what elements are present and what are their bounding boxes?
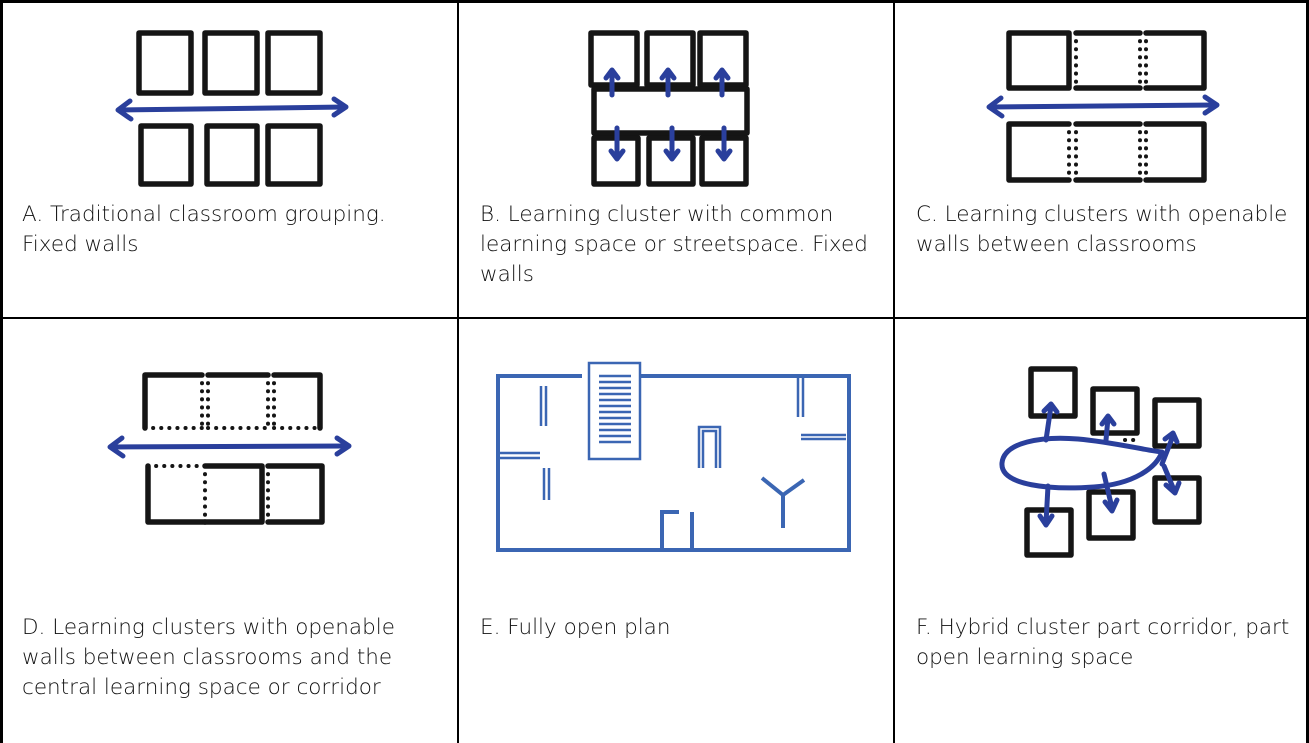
diagram-hybrid-cluster bbox=[999, 366, 1202, 558]
classroom-box bbox=[265, 123, 323, 187]
corridor-arrow bbox=[986, 94, 1220, 119]
access-arrows bbox=[1037, 401, 1182, 528]
openable-wall bbox=[1138, 122, 1148, 182]
grid-border-top bbox=[0, 0, 1309, 3]
classroom-box bbox=[1006, 121, 1072, 183]
openable-wall bbox=[206, 373, 276, 430]
cell-e: E. Fully open plan bbox=[458, 318, 894, 743]
diagram-open-plan bbox=[496, 361, 851, 552]
classroom-box bbox=[142, 372, 205, 431]
diagram-traditional-classrooms bbox=[115, 30, 349, 187]
cell-f: F. Hybrid cluster part corridor, part op… bbox=[894, 318, 1309, 743]
diagram-openable-walls-classrooms bbox=[986, 30, 1220, 183]
classroom-box bbox=[1086, 489, 1136, 541]
classroom-box bbox=[265, 463, 325, 525]
stair-icon bbox=[587, 361, 642, 461]
corridor-arrow bbox=[107, 435, 352, 459]
caption-c: C. Learning clusters with openable walls… bbox=[916, 202, 1288, 257]
caption-d: D. Learning clusters with openable walls… bbox=[22, 615, 395, 700]
partition-wall bbox=[499, 451, 540, 460]
classroom-box bbox=[202, 463, 265, 525]
classroom-box bbox=[1073, 121, 1143, 183]
openable-wall bbox=[146, 464, 207, 524]
classroom-box bbox=[271, 372, 323, 431]
caption-e: E. Fully open plan bbox=[480, 615, 671, 640]
partition-wall bbox=[801, 433, 846, 441]
classroom-box bbox=[1028, 366, 1078, 419]
caption-f: F. Hybrid cluster part corridor, part op… bbox=[916, 615, 1290, 670]
classroom-box bbox=[1143, 121, 1207, 183]
classroom-box bbox=[136, 30, 194, 96]
classroom-box bbox=[138, 123, 194, 187]
pod-structure bbox=[697, 425, 722, 468]
grid-border-right bbox=[1306, 0, 1309, 743]
cell-d: D. Learning clusters with openable walls… bbox=[0, 318, 458, 743]
openable-wall bbox=[143, 373, 210, 430]
classroom-box bbox=[265, 30, 323, 96]
entry-structure bbox=[660, 510, 694, 548]
caption-a: A. Traditional classroom grouping. Fixed… bbox=[22, 202, 386, 257]
classroom-box bbox=[1152, 397, 1202, 449]
classroom-box bbox=[145, 463, 208, 525]
diagram-openable-walls-corridor bbox=[107, 372, 352, 525]
partition-wall bbox=[796, 376, 805, 417]
cell-c: C. Learning clusters with openable walls… bbox=[894, 0, 1309, 318]
grid-divider-row bbox=[0, 317, 1309, 319]
learning-space-loop bbox=[999, 435, 1165, 491]
y-partition bbox=[760, 476, 806, 528]
grid-border-left bbox=[0, 0, 3, 743]
grid-divider-col-2 bbox=[893, 0, 895, 743]
partition-wall bbox=[539, 386, 548, 426]
partition-wall bbox=[542, 468, 551, 500]
grid-divider-col-1 bbox=[457, 0, 459, 743]
cell-b: B. Learning cluster with common learning… bbox=[458, 0, 894, 318]
classroom-box bbox=[1073, 30, 1143, 91]
access-arrows bbox=[603, 67, 733, 162]
classroom-box bbox=[1090, 386, 1140, 436]
openable-wall bbox=[1074, 31, 1142, 90]
openable-wall bbox=[1067, 122, 1078, 182]
caption-b: B. Learning cluster with common learning… bbox=[480, 202, 868, 287]
classroom-box bbox=[1006, 30, 1072, 91]
diagram-cluster-streetspace bbox=[588, 30, 750, 187]
classroom-box bbox=[1152, 475, 1202, 525]
plan-outline bbox=[496, 374, 851, 552]
corridor-arrow bbox=[115, 96, 349, 122]
classroom-box bbox=[1143, 30, 1207, 91]
classroom-box bbox=[204, 123, 260, 187]
classroom-box bbox=[202, 30, 260, 96]
cell-a: A. Traditional classroom grouping. Fixed… bbox=[0, 0, 458, 318]
